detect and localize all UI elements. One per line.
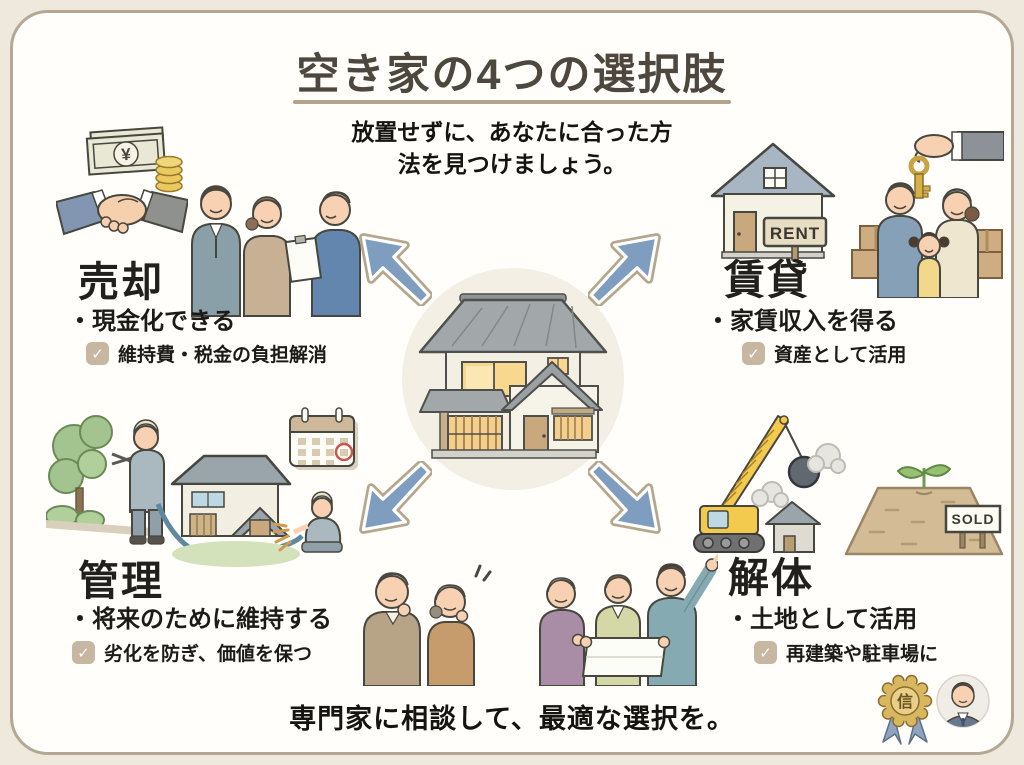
worker-trimming-icon [111, 419, 165, 545]
option-title-rent: 賃貸 [724, 257, 810, 303]
coin-stack-icon [155, 155, 183, 193]
svg-text:RENT: RENT [770, 224, 820, 243]
title-underline [293, 100, 731, 104]
worker-spraying-icon [272, 491, 343, 553]
yen-symbol: ¥ [121, 145, 132, 165]
advisor-avatar [936, 674, 990, 728]
arrow-to-sell-icon [359, 233, 432, 306]
page-subtitle: 放置せずに、あなたに合った方 法を見つけましょう。 [351, 116, 672, 180]
exclamation-marks [474, 564, 492, 582]
svg-text:信: 信 [897, 692, 913, 711]
sell-meeting-people-icon [191, 185, 361, 317]
option-bullet-manage: ・将来のために維持する [68, 606, 332, 633]
arrow-to-manage-icon [359, 461, 432, 534]
handshake-icon [56, 189, 188, 236]
option-bullet-sell: ・現金化できる [68, 308, 236, 335]
svg-text:SOLD: SOLD [952, 511, 995, 527]
option-check-sell: ✓ 維持費・税金の負担解消 [86, 340, 327, 367]
option-title-demolish: 解体 [728, 555, 814, 601]
option-title-manage: 管理 [78, 558, 164, 604]
family-icon [877, 182, 980, 298]
clipboard-icon [284, 234, 323, 283]
demolished-house-icon [765, 501, 821, 553]
calendar-icon [289, 407, 358, 470]
thinking-couple-icon [363, 564, 492, 686]
option-check-manage: ✓ 劣化を防ぎ、価値を保つ [72, 639, 312, 666]
person-agent [284, 191, 361, 317]
arrow-to-rent-icon [588, 233, 661, 306]
subtitle-line-1: 放置せずに、あなたに合った方 [351, 119, 673, 145]
rent-house-icon: RENT [710, 142, 836, 261]
grandmother [539, 577, 585, 686]
trees-icon [46, 415, 113, 530]
money-handshake-icon: ¥ [56, 126, 188, 236]
vacant-house-icon [418, 293, 608, 459]
checkmark-icon: ✓ [742, 342, 765, 365]
managed-house-icon [170, 454, 300, 567]
dust-cloud-icon [751, 443, 846, 508]
vacant-land-icon: SOLD [844, 464, 1004, 556]
arrow-to-demolish-icon [588, 461, 661, 534]
footer-message: 専門家に相談して、最適な選択を。 [289, 704, 735, 734]
checkmark-icon: ✓ [754, 641, 777, 664]
sold-sign: SOLD [944, 504, 1002, 549]
checkmark-icon: ✓ [86, 342, 109, 365]
option-bullet-demolish: ・土地として活用 [726, 606, 918, 633]
trust-badge-icon: 信 [877, 674, 933, 745]
elderly-woman [427, 584, 475, 686]
checkmark-icon: ✓ [72, 641, 95, 664]
demolition-crane-icon [693, 415, 846, 553]
person-woman [243, 196, 291, 317]
page-title: 空き家の4つの選択肢 [296, 51, 728, 99]
option-check-demolish: ✓ 再建築や駐車場に [754, 639, 938, 666]
key-family-icon [851, 131, 1004, 298]
family-planning-icon [539, 554, 718, 686]
subtitle-line-2: 法を見つけましょう。 [397, 151, 627, 178]
elderly-man [363, 572, 421, 686]
person-man-suit [191, 185, 241, 317]
rent-sign: RENT [762, 216, 828, 261]
sprout-icon [896, 464, 952, 495]
option-check-rent: ✓ 資産として活用 [742, 340, 906, 367]
option-bullet-rent: ・家賃収入を得る [706, 308, 898, 335]
option-title-sell: 売却 [78, 259, 164, 305]
hand-with-key-icon [908, 131, 1004, 199]
maintenance-scene-icon [46, 407, 358, 567]
